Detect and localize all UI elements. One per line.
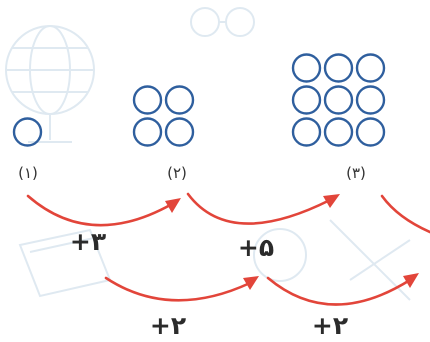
globe-doodle [5, 25, 95, 143]
figure-3-circle [323, 85, 354, 115]
arrow-diff-1-to-2 [104, 276, 252, 302]
figure-2-circle [164, 117, 195, 147]
second-difference-arrows [104, 273, 419, 306]
figure-3-circle [355, 117, 386, 147]
glasses-doodle [190, 7, 255, 37]
figure-3-circle [291, 53, 322, 83]
arrow-diff-2-to-next [266, 276, 412, 306]
figure-1-circle [12, 117, 43, 147]
arrow-2-to-3 [186, 192, 332, 225]
figure-3-circle [323, 53, 354, 83]
arrowhead-diff-1-to-2 [243, 276, 259, 290]
first-difference-2: +۵ [238, 233, 274, 262]
figure-2-label: (۲) [167, 164, 187, 182]
figure-2-circle [132, 85, 163, 115]
first-difference-arrows [26, 192, 430, 234]
arrow-1-to-2 [26, 194, 174, 227]
figure-3-label: (۳) [346, 164, 366, 182]
background-watermark [5, 7, 411, 301]
figure-2-circle [164, 85, 195, 115]
arrowhead-diff-2-to-next [403, 273, 419, 288]
arrowhead-1-to-2 [165, 198, 181, 213]
figure-3-circle [291, 85, 322, 115]
figure-1-label: (۱) [18, 164, 38, 182]
second-difference-2: +۲ [312, 311, 348, 340]
second-difference-1: +۲ [150, 311, 186, 340]
figure-3-circle [323, 117, 354, 147]
figure-labels: (۱) (۲) (۳) [18, 164, 366, 182]
figure-2-circle [132, 117, 163, 147]
shape-doodle [253, 219, 411, 301]
arrow-3-to-next [380, 194, 430, 234]
figure-3-circle [291, 117, 322, 147]
first-difference-1: +۳ [70, 227, 106, 256]
arrowhead-2-to-3 [323, 194, 340, 208]
figure-3-circle [355, 85, 386, 115]
figure-3-circle [355, 53, 386, 83]
circle-figures [12, 53, 386, 147]
